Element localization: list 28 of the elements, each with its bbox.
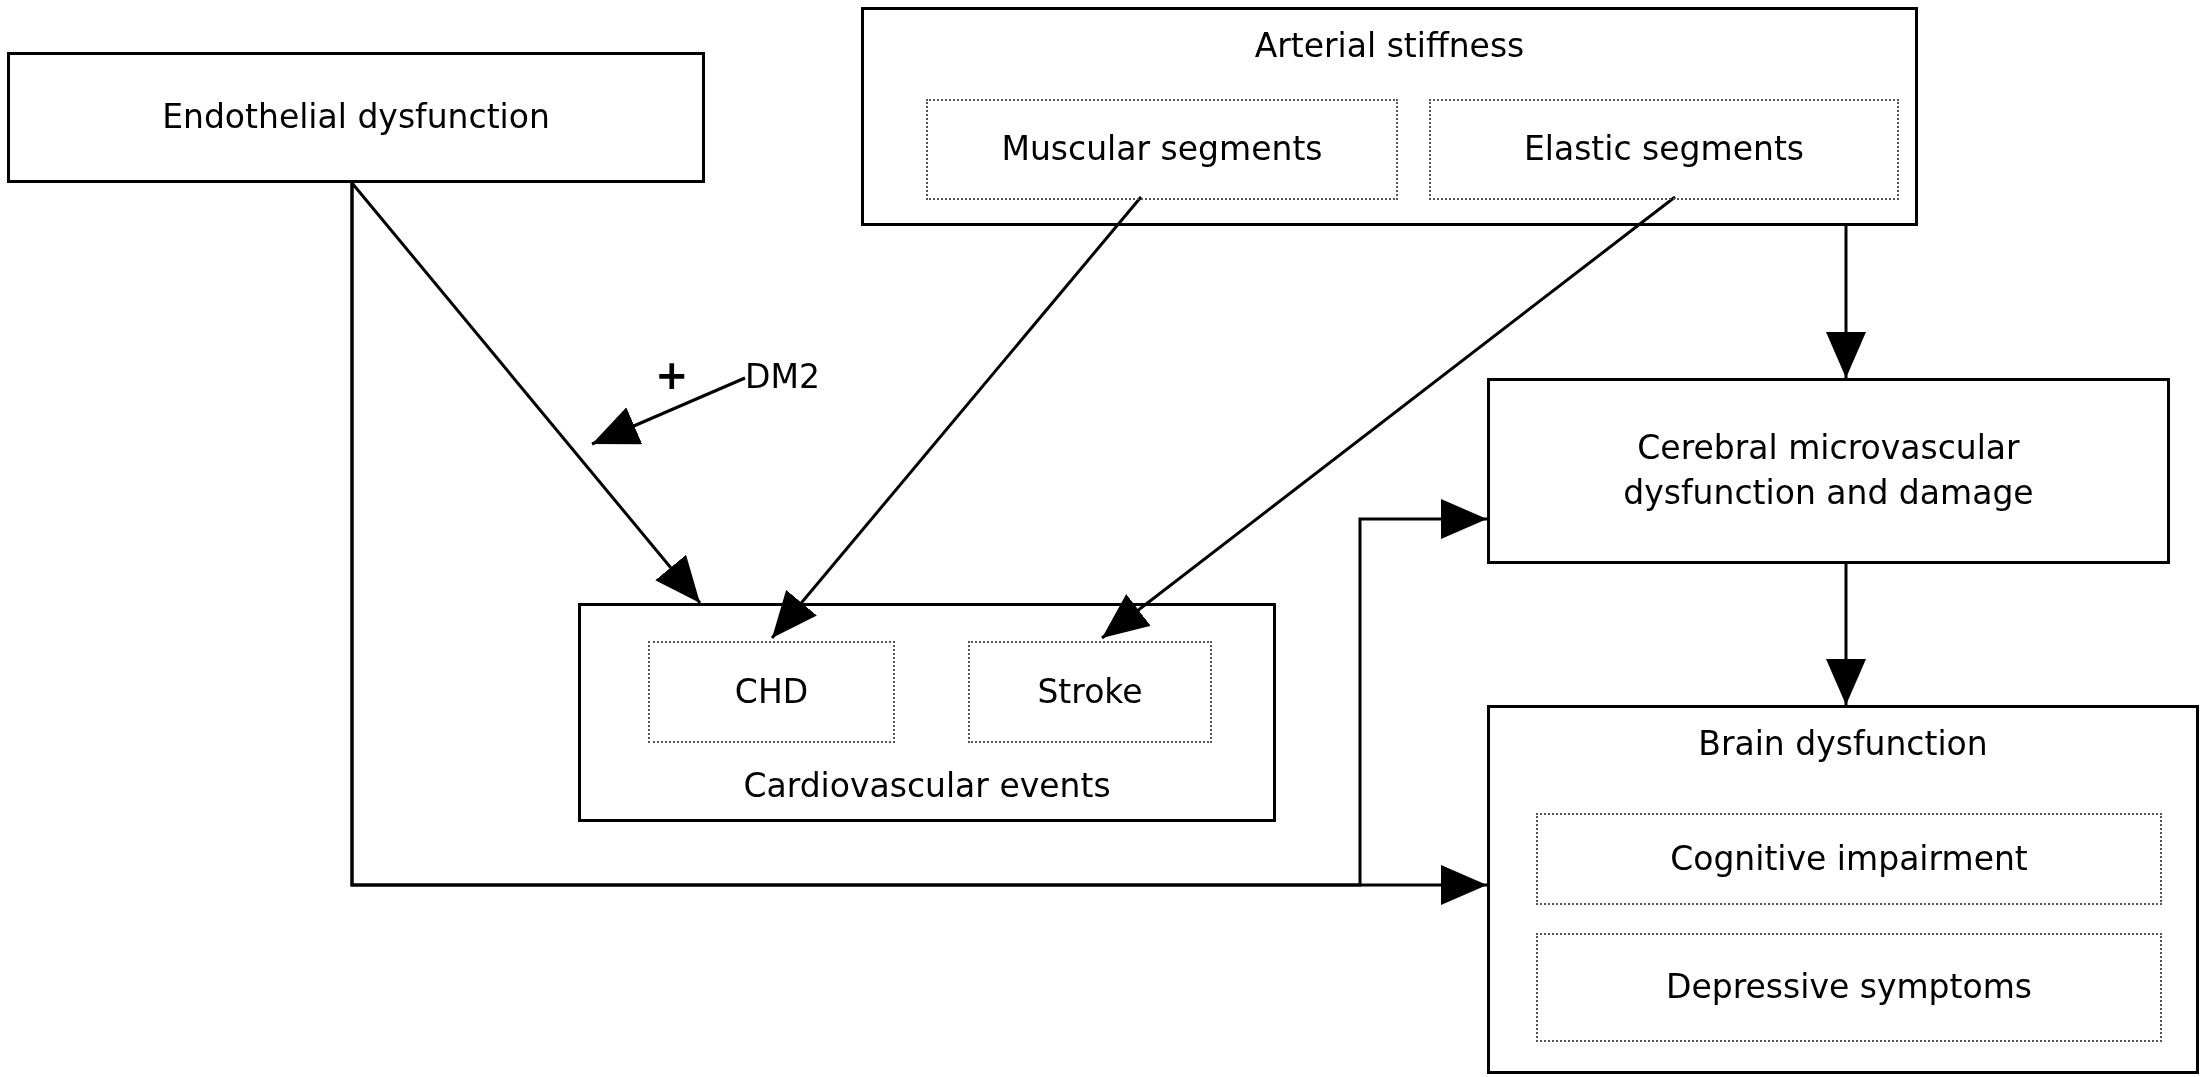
sub-box — [1429, 99, 1899, 200]
box-label: CHD — [734, 670, 809, 713]
box-label: Endothelial dysfunction — [162, 96, 550, 139]
process-box — [1487, 705, 2199, 1074]
box-label: Depressive symptoms — [1666, 966, 2032, 1009]
node-label: DM2 — [745, 357, 820, 396]
sub-box — [648, 641, 895, 743]
arrow — [1826, 226, 1866, 378]
sub-box — [1536, 933, 2162, 1042]
box-label: Cardiovascular events — [743, 765, 1111, 808]
box-label: Brain dysfunction — [1698, 723, 1988, 765]
box-label: Cognitive impairment — [1670, 837, 2028, 880]
process-box — [7, 52, 705, 183]
box-label: Cerebral microvascular dysfunction and damage — [1622, 427, 2035, 514]
box-label: Muscular segments — [1001, 128, 1323, 171]
box-label: Stroke — [1037, 670, 1143, 713]
box-label: Elastic segments — [1523, 128, 1805, 171]
arrow — [591, 376, 746, 446]
sub-box — [968, 641, 1212, 743]
sub-box — [1536, 813, 2162, 905]
arrow — [1826, 564, 1866, 705]
box-label: Arterial stiffness — [1254, 25, 1525, 67]
arrow — [770, 196, 1143, 639]
process-box — [1487, 378, 2170, 564]
sub-box — [926, 99, 1398, 200]
process-box — [578, 603, 1276, 822]
arrow — [1101, 195, 1676, 640]
process-box — [861, 7, 1918, 226]
